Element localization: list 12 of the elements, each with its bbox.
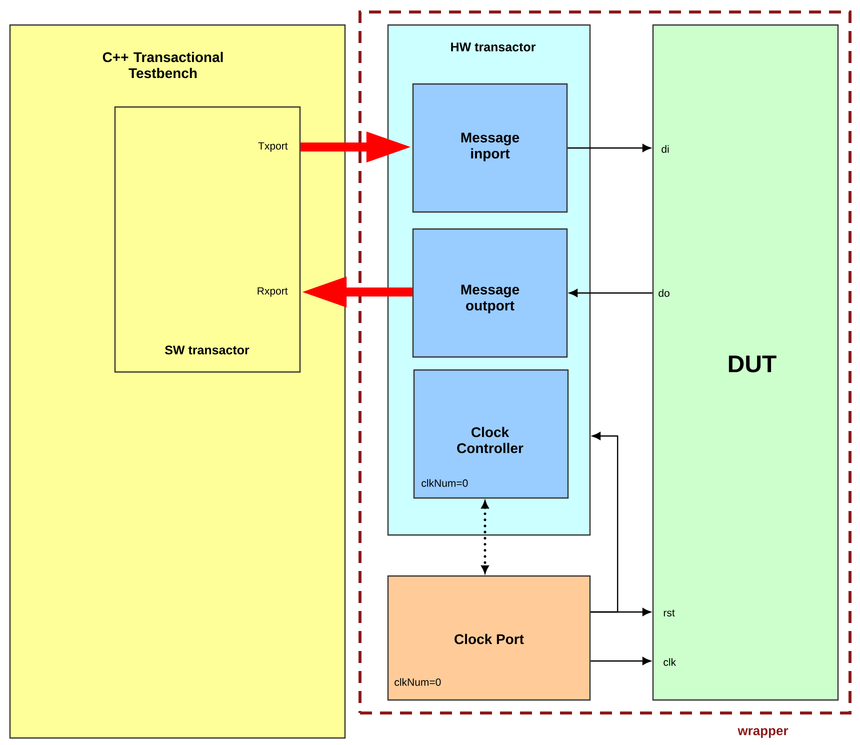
arrow <box>590 432 618 613</box>
process-box: Message inport <box>412 83 568 213</box>
process-box: Clock Controller clkNum=0 <box>413 369 569 499</box>
arrow <box>590 657 651 665</box>
node-label: wrapper <box>738 728 788 738</box>
process-box: Clock Port clkNum=0 <box>387 575 591 701</box>
transactor-box: SW transactor Txport Rxport <box>114 106 301 373</box>
dut-box: DUT di do rst clk <box>652 24 839 701</box>
arrow <box>568 144 651 152</box>
arrow <box>481 501 489 573</box>
arrow <box>569 289 652 297</box>
process-box: Message outport <box>412 228 568 358</box>
